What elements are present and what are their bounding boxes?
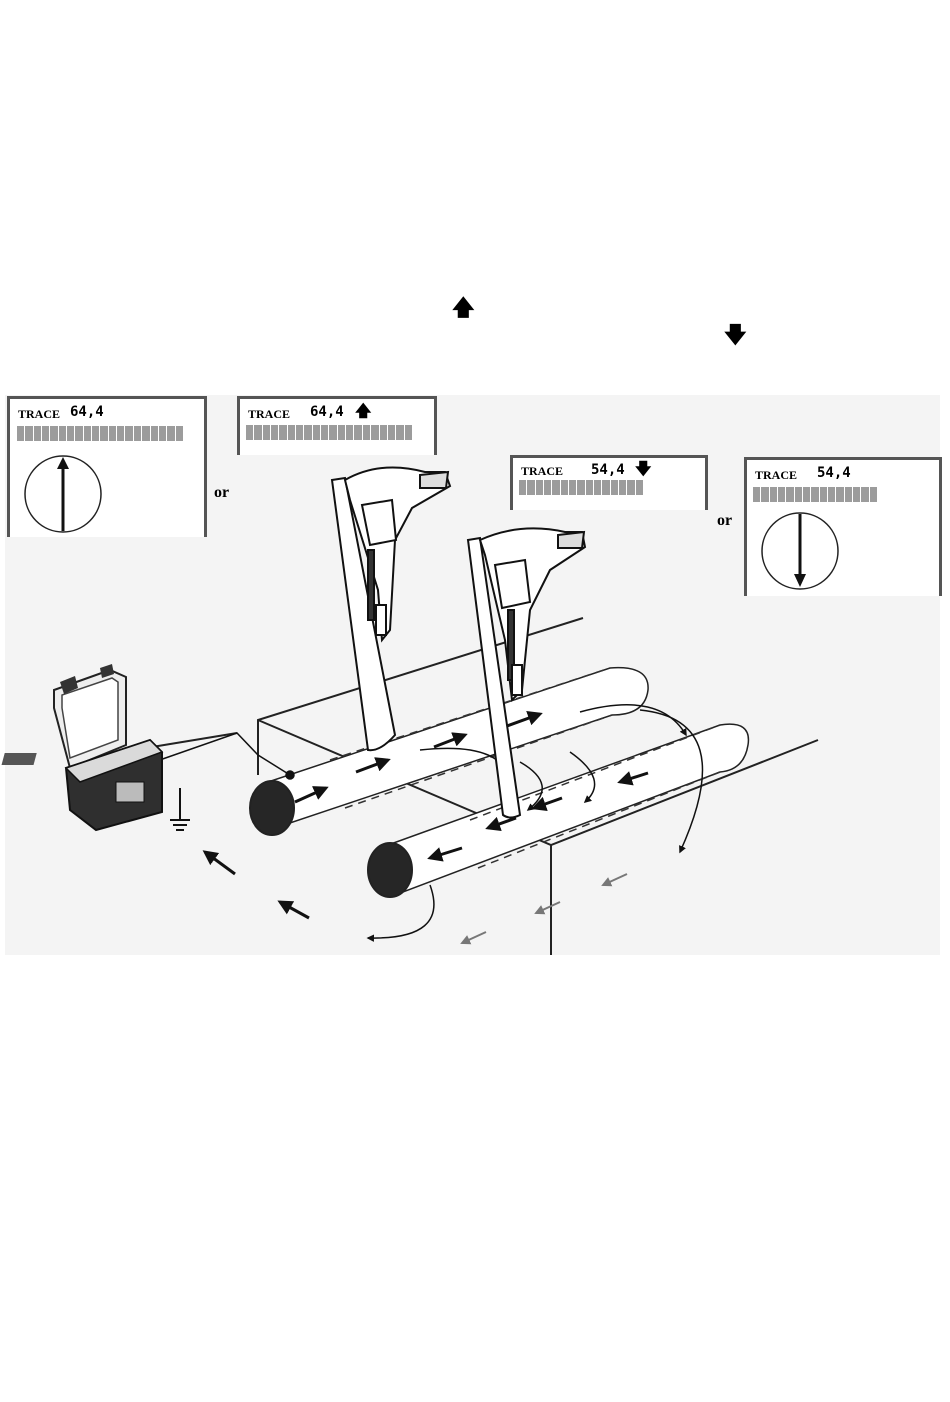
signal-bar xyxy=(17,426,183,441)
panel-value: 64,4 xyxy=(310,404,344,420)
locator-diagram: TRACE 64,4 TRACE 64,4 🡅 TRACE 54,4 🡇 TRA… xyxy=(0,390,950,956)
signal-bar xyxy=(753,487,877,502)
down-arrow-icon: 🡇 xyxy=(724,325,747,347)
panel-label: TRACE xyxy=(248,407,290,422)
needle-up-icon xyxy=(22,453,104,535)
panel-value: 54,4 xyxy=(591,462,625,478)
down-arrow-icon: 🡇 xyxy=(635,461,651,477)
signal-bar xyxy=(519,480,643,495)
or-label: or xyxy=(214,484,229,502)
needle-down-icon xyxy=(759,510,841,592)
display-panel-compass-up: TRACE 64,4 xyxy=(7,396,207,537)
panel-label: TRACE xyxy=(521,464,563,479)
display-panel-down-arrow: TRACE 54,4 🡇 xyxy=(510,455,708,510)
panel-value: 54,4 xyxy=(817,465,851,481)
up-arrow-icon: 🡅 xyxy=(355,403,371,419)
or-label: or xyxy=(717,512,732,530)
panel-value: 64,4 xyxy=(70,404,104,420)
signal-bar xyxy=(246,425,412,440)
up-arrow-icon: 🡅 xyxy=(452,298,475,320)
display-panel-compass-down: TRACE 54,4 xyxy=(744,457,942,596)
display-panel-up-arrow: TRACE 64,4 🡅 xyxy=(237,396,437,455)
panel-label: TRACE xyxy=(18,407,60,422)
panel-label: TRACE xyxy=(755,468,797,483)
